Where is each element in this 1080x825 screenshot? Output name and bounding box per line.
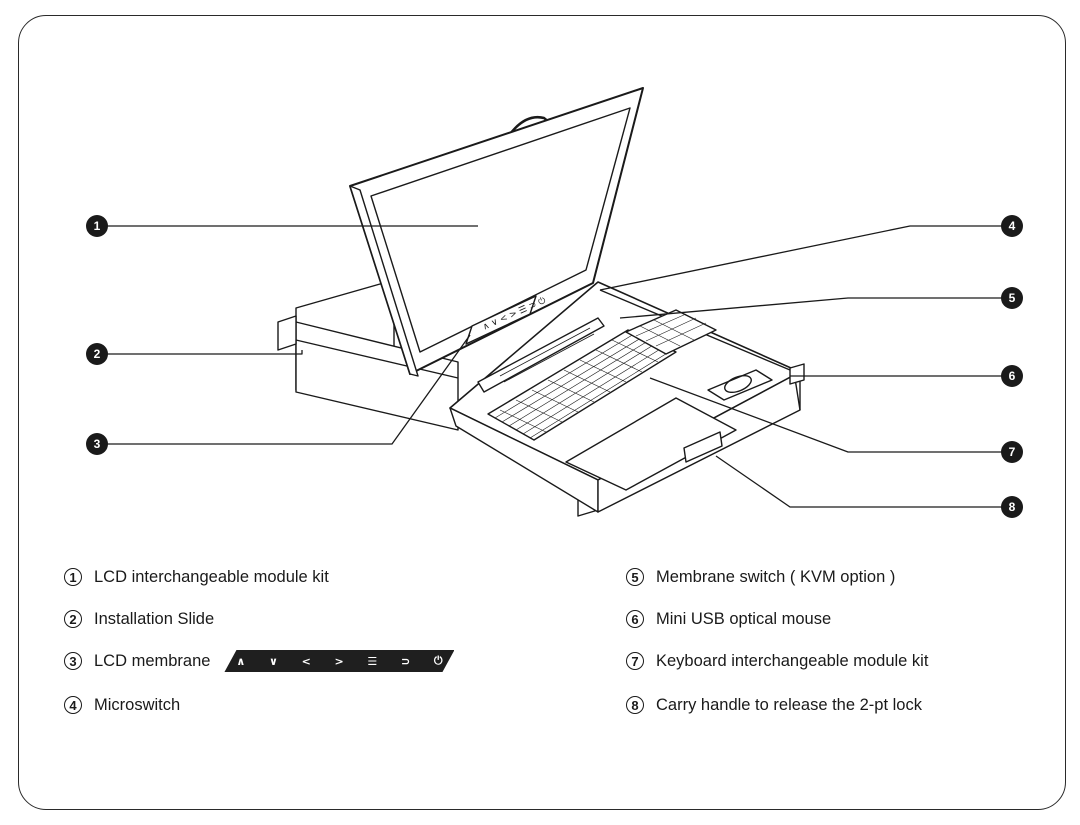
legend-number: 6 <box>626 610 644 628</box>
legend-label: Keyboard interchangeable module kit <box>656 651 929 670</box>
legend-item-4: 4 Microswitch <box>64 692 180 718</box>
callout-4 <box>1001 215 1023 237</box>
legend-item-7: 7 Keyboard interchangeable module kit <box>626 648 928 674</box>
legend-item-3: 3 LCD membrane ∧ ∨ < > ☰ ⊃ ⏻ <box>64 648 454 674</box>
callout-5 <box>1001 287 1023 309</box>
keyboard-tray <box>449 281 805 513</box>
up-icon: ∧ <box>236 654 246 668</box>
svg-text:8: 8 <box>1009 500 1016 514</box>
legend-number: 2 <box>64 610 82 628</box>
carry-handle <box>683 431 723 463</box>
legend-label: Mini USB optical mouse <box>656 609 832 628</box>
leader-lines <box>103 225 1008 508</box>
legend-label: Carry handle to release the 2-pt lock <box>656 695 922 714</box>
callout-6 <box>1001 365 1023 387</box>
right-icon: > <box>334 654 344 668</box>
legend-number: 1 <box>64 568 82 586</box>
callout-8 <box>1001 496 1023 518</box>
membrane-strip-background <box>224 650 454 672</box>
callout-7 <box>1001 441 1023 463</box>
menu-icon: ☰ <box>367 654 378 668</box>
callout-markers: 1 2 3 4 5 6 7 8 <box>86 215 1023 518</box>
svg-text:6: 6 <box>1009 369 1016 383</box>
legend-item-5: 5 Membrane switch ( KVM option ) <box>626 564 895 590</box>
svg-text:5: 5 <box>1009 291 1016 305</box>
callout-2 <box>86 343 108 365</box>
left-icon: < <box>301 654 311 668</box>
diagram-frame <box>18 15 1066 810</box>
legend-item-1: 1 LCD interchangeable module kit <box>64 564 329 590</box>
legend-item-6: 6 Mini USB optical mouse <box>626 606 831 632</box>
return-icon: ⊃ <box>400 654 411 668</box>
legend-number: 5 <box>626 568 644 586</box>
down-icon: ∨ <box>268 654 278 668</box>
callout-1 <box>86 215 108 237</box>
legend-number: 3 <box>64 652 82 670</box>
lcd-panel: ∧ ∨ < > ☰ ⊃ ⏻ <box>349 87 644 377</box>
svg-text:2: 2 <box>94 347 101 361</box>
svg-text:1: 1 <box>94 219 101 233</box>
legend-number: 8 <box>626 696 644 714</box>
legend-number: 7 <box>626 652 644 670</box>
callout-3 <box>86 433 108 455</box>
svg-text:3: 3 <box>94 437 101 451</box>
usb-mouse <box>707 369 773 401</box>
legend-label: LCD interchangeable module kit <box>94 567 329 586</box>
power-icon: ⏻ <box>433 654 443 667</box>
keyboard-keys <box>494 333 670 439</box>
svg-text:7: 7 <box>1009 445 1016 459</box>
legend-item-8: 8 Carry handle to release the 2-pt lock <box>626 692 922 718</box>
legend-label: Microswitch <box>94 695 181 714</box>
legend-label: Membrane switch ( KVM option ) <box>656 567 896 586</box>
legend-label: LCD membrane <box>94 651 211 670</box>
legend-label: Installation Slide <box>94 609 215 628</box>
legend-number: 4 <box>64 696 82 714</box>
lcd-membrane-strip: ∧ ∨ < > ☰ ⊃ ⏻ <box>224 650 454 672</box>
legend-item-2: 2 Installation Slide <box>64 606 214 632</box>
svg-text:4: 4 <box>1009 219 1016 233</box>
